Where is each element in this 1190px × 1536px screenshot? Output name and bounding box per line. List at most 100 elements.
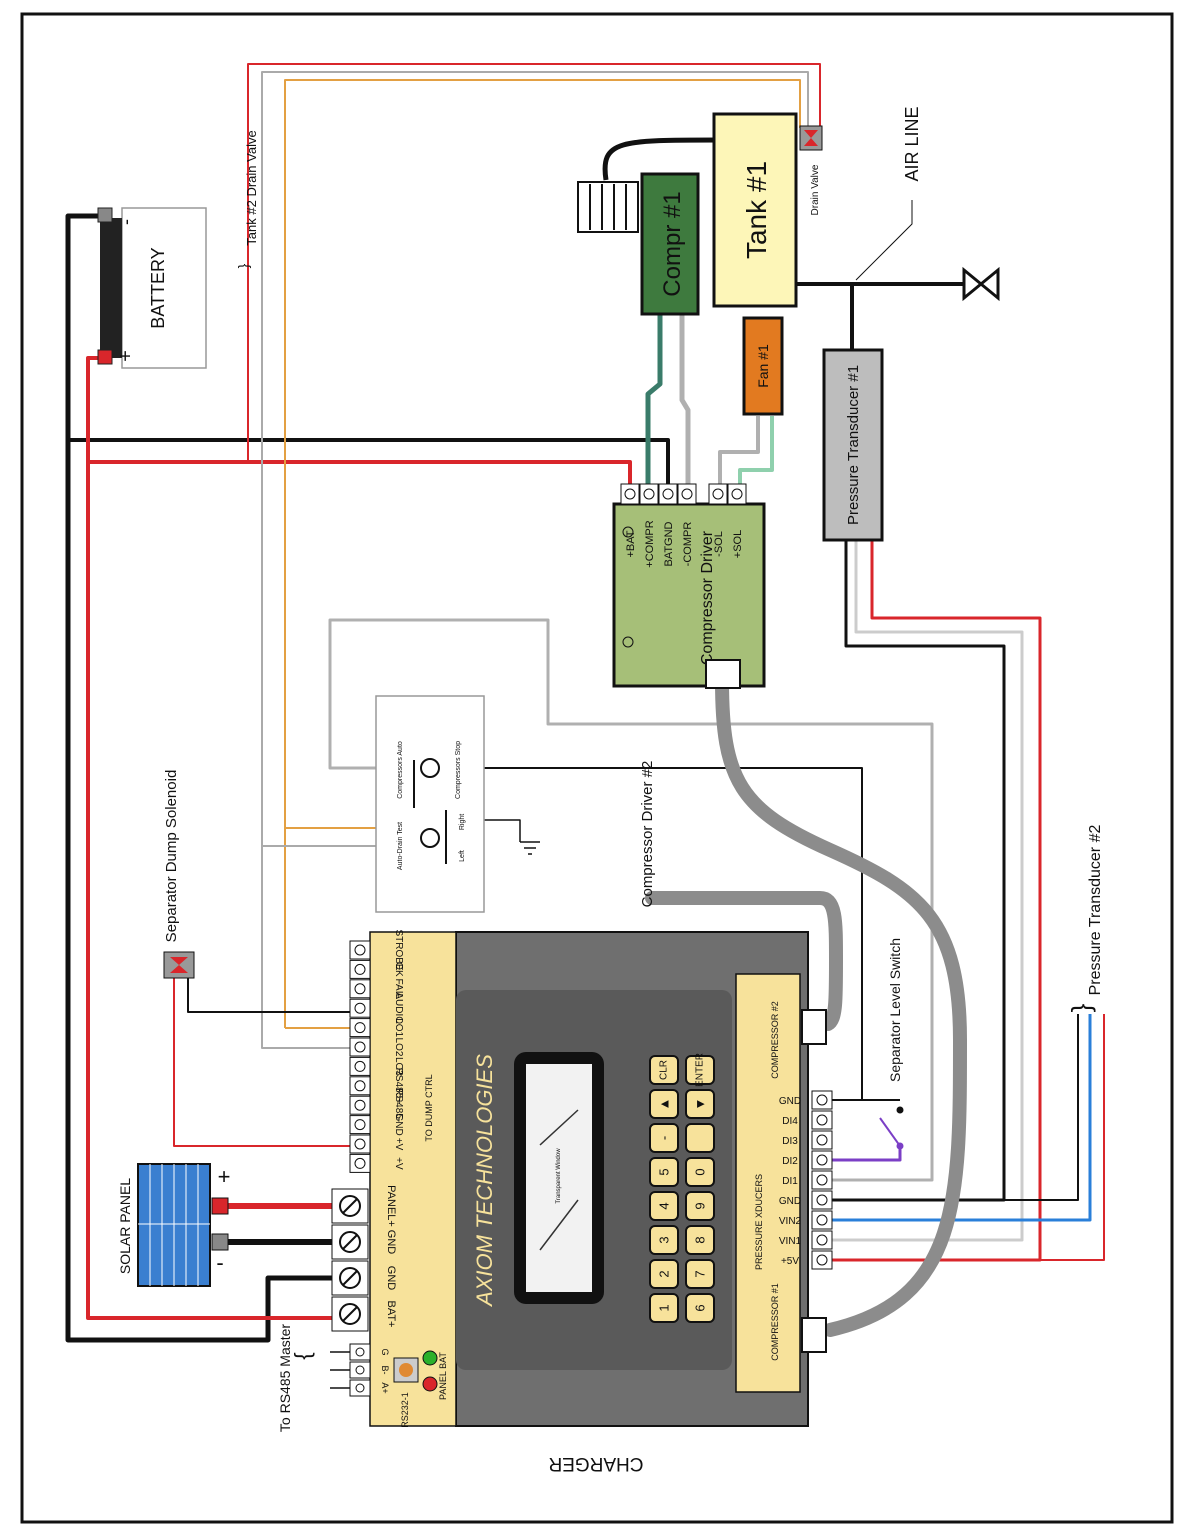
charger-right-strip [735,973,801,1393]
keypad-key[interactable]: ENTER [685,1053,715,1087]
compressors-switch-knob[interactable] [420,758,440,778]
keypad-key-face [685,1225,715,1255]
keypad-key[interactable]: 8 [685,1225,715,1255]
compressor-1-port[interactable] [801,1317,827,1353]
keypad-key[interactable]: ▼ [685,1089,715,1119]
alarm-terminal-label: RS485+ [393,1068,404,1105]
air-line-label: AIR LINE [902,106,922,181]
switch-right-label: Right [459,814,466,830]
keypad-key-label: 6 [693,1304,708,1311]
keypad-key-face [649,1157,679,1187]
input-terminal-label: VIN1 [779,1236,802,1247]
keypad-key[interactable]: 7 [685,1259,715,1289]
battery-negative-terminal [97,207,113,223]
transducer-2-brace: } [1066,1003,1096,1012]
compressor-1: Compr #1 [577,172,700,316]
terminal-screw-icon [354,1002,366,1014]
tank2-drain-label: Tank #2 Drain Valve [244,130,259,245]
alarm-terminal-block: STROBEOKFAILAUDIOLO1LO2LO3RS485+RS485-GN… [349,929,404,1173]
terminal-slot [342,1306,358,1322]
battery-label-box [121,207,207,369]
solar-plus-label: + [218,1164,231,1189]
input-terminal-label: DI2 [782,1156,798,1167]
pressure-transducer-1: Pressure Transducer #1 [822,348,884,542]
auto-drain-switch-knob[interactable] [420,828,440,848]
terminal-slot [342,1234,358,1250]
terminal-screw-icon [624,488,636,500]
keypad-key[interactable]: CLR [649,1055,679,1085]
keypad-key[interactable]: 2 [649,1259,679,1289]
wire-compr-plus [645,312,663,492]
input-terminal-label: DI1 [782,1176,798,1187]
keypad-key[interactable]: 0 [685,1157,715,1187]
wire-plus-bat [88,460,632,492]
compressor-driver-2-label: Compressor Driver #2 [639,761,656,908]
keypad-key-label: 8 [693,1236,708,1243]
terminal-screw-icon [354,1022,366,1034]
terminal-screw-icon [816,1214,828,1226]
wire-xducer2-vin2 [832,1014,1092,1222]
terminal-slot [342,1270,358,1286]
rs485-master-label: To RS485 Master [277,1324,293,1432]
keypad-key-label: 7 [693,1270,708,1277]
terminal-screw-icon [816,1114,828,1126]
compressor-2-port[interactable] [801,1009,827,1045]
keypad-key-label: 3 [657,1236,672,1243]
alarm-terminal-label: STROBE [393,929,404,970]
battery-plus-label: + [115,350,137,362]
keypad-key[interactable]: ▲ [649,1089,679,1119]
keypad-key-label: 9 [693,1202,708,1209]
tank-1-label: Tank #1 [741,161,772,259]
power-terminal[interactable] [331,1296,369,1332]
wire-xducer1-5v [832,540,1042,1262]
input-terminal-label: GND [779,1196,801,1207]
keypad-key-face [649,1225,679,1255]
keypad-key[interactable]: 1 [649,1293,679,1323]
wire-ground [478,819,521,842]
keypad-key-label: CLR [659,1060,670,1080]
keypad-key[interactable]: 6 [685,1293,715,1323]
keypad-key-label: 0 [693,1168,708,1175]
wires [65,63,1105,1343]
wire-drain-orange [284,79,801,1028]
solar-panel-label: SOLAR PANEL [117,1178,133,1274]
alarm-terminal-label: RS485- [393,1088,404,1122]
terminal-screw-icon [816,1134,828,1146]
keypad-key[interactable]: 5 [649,1157,679,1187]
alarm-terminal-label: AUDIO [393,992,404,1024]
keypad-key[interactable]: 9 [685,1191,715,1221]
wire-sol-minus [718,416,760,492]
battery-body [100,218,122,358]
keypad-key[interactable]: 4 [649,1191,679,1221]
terminal-screw-icon [816,1174,828,1186]
keypad-key[interactable] [685,1123,715,1153]
level-switch-contact [896,1106,904,1114]
terminal-screw-icon [643,488,655,500]
wire-battery-negative [65,213,345,1343]
terminal-screw-icon [816,1194,828,1206]
keypad-key[interactable]: 3 [649,1225,679,1255]
keypad-key-face [649,1055,679,1085]
terminal-screw-icon [354,1157,366,1169]
compressor-cooler [577,181,639,233]
keypad-key-face [685,1259,715,1289]
keypad-key-face [685,1123,715,1153]
terminal-slot [342,1198,358,1214]
transducer-body [822,348,884,542]
keypad-key-face [649,1293,679,1323]
terminal-screw-icon [354,1041,366,1053]
wire-battery-positive [86,356,345,1320]
solar-minus-label: - [216,1250,223,1275]
power-terminal-label: PANEL+ [385,1185,397,1227]
keypad-key[interactable]: - [649,1123,679,1153]
rs485-terminal-label: A+ [380,1382,390,1393]
terminal-screw-icon [354,1080,366,1092]
keypad-key-label: ENTER [695,1053,706,1087]
input-terminal-label: +5V [781,1256,799,1267]
wire-solenoid-red [173,976,360,1147]
fan-body [742,316,784,416]
solar-positive-terminal [211,1197,229,1215]
keypad-key-face [649,1259,679,1289]
rs485-terminal-label: B- [380,1366,390,1375]
